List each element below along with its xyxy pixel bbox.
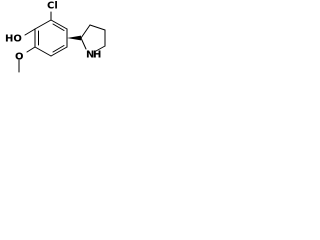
pyrrolidine-bond-c5-n <box>95 45 106 52</box>
ring-double-bond-inner-1 <box>52 23 65 31</box>
substituent-bonds <box>18 11 52 73</box>
pyrrolidine-bond-c2-c3 <box>80 24 91 39</box>
ring-bond-4 <box>34 46 52 57</box>
ring-bond-6 <box>34 19 52 30</box>
bond-ring-to-methoxy-oxygen <box>26 46 36 53</box>
pyrrolidine-ring <box>80 24 106 52</box>
bond-ring-to-hydroxyl <box>24 28 36 36</box>
benzene-ring <box>34 19 68 57</box>
ring-double-bond-inner-2 <box>52 45 65 53</box>
chemical-structure-diagram: Cl HO O N H <box>5 1 106 73</box>
ring-bond-3 <box>50 46 68 57</box>
methoxy-oxygen-label: O <box>15 52 24 63</box>
stereo-wedge-bond <box>67 35 81 41</box>
nitrogen-label: N <box>86 50 94 61</box>
nitrogen-hydrogen-label: H <box>93 50 101 61</box>
chlorine-label: Cl <box>47 1 58 12</box>
hydroxyl-label: HO <box>5 34 22 45</box>
pyrrolidine-bond-n-c2 <box>80 37 87 50</box>
ring-bond-1 <box>50 19 68 30</box>
pyrrolidine-bond-c3-c4 <box>89 24 106 31</box>
